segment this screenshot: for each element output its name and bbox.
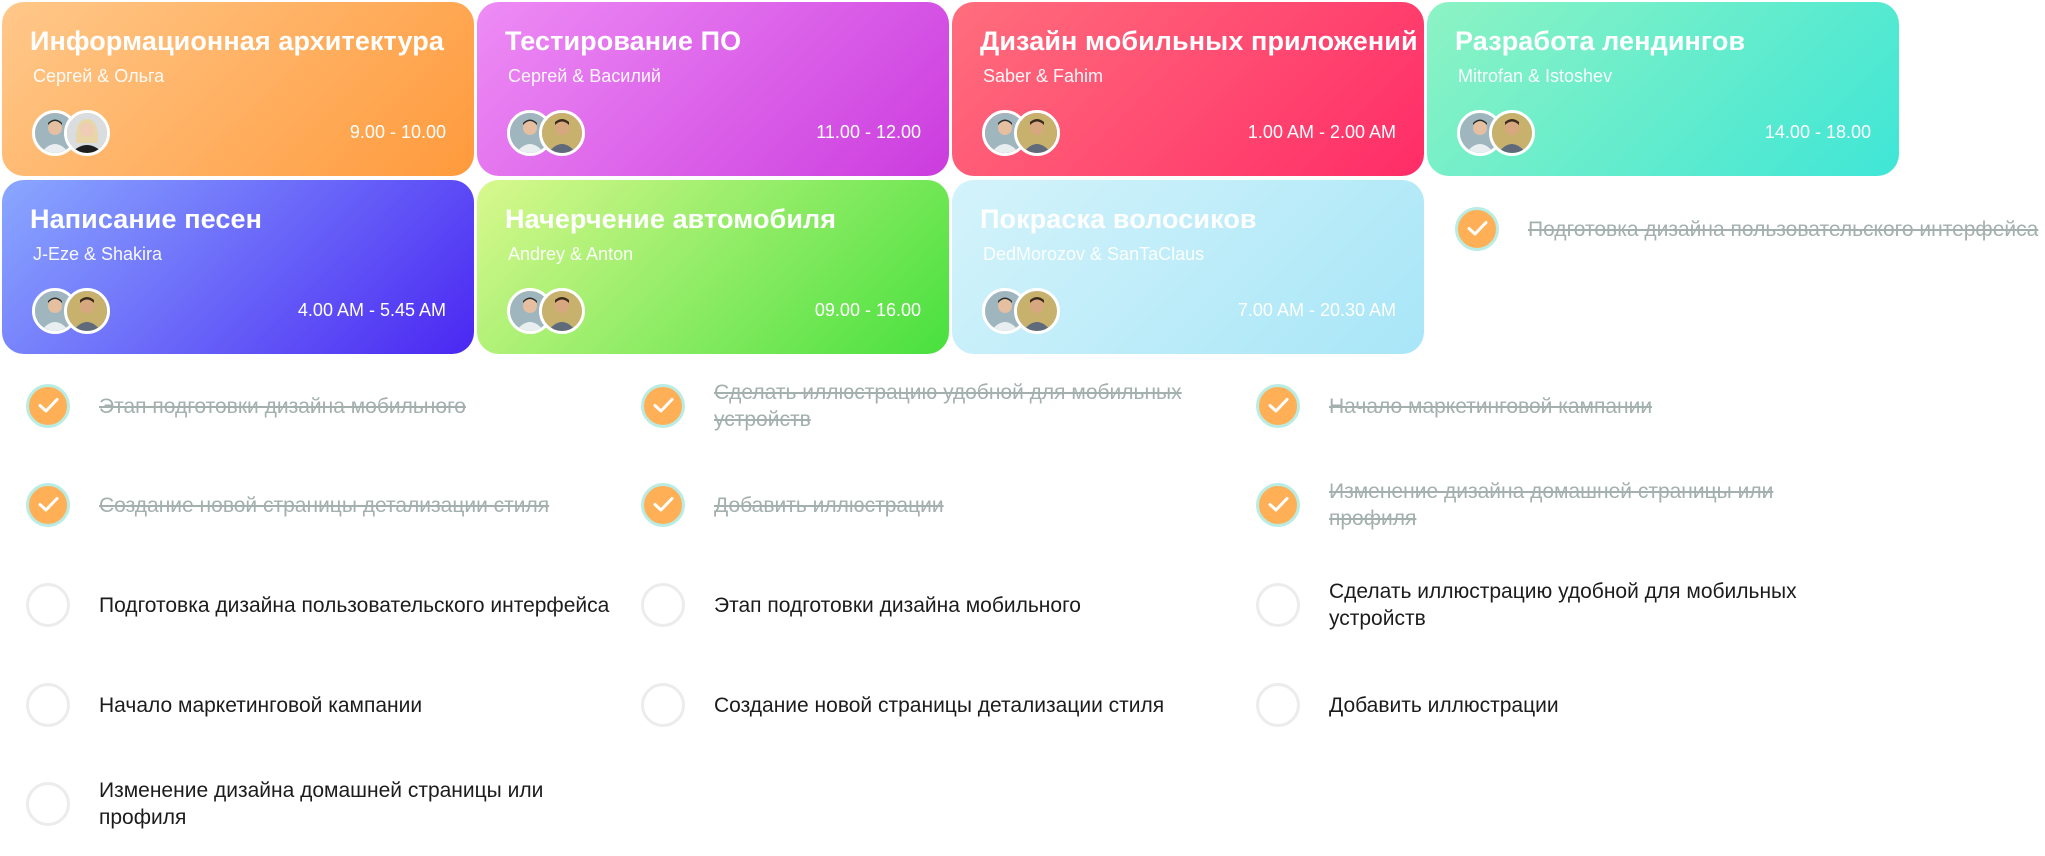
card-title: Покраска волосиков — [980, 204, 1257, 234]
card-title: Информационная архитектура — [30, 26, 445, 56]
task-checkbox[interactable] — [26, 384, 70, 428]
event-card-hair-coloring[interactable]: Покраска волосиков DedMorozov & SanTaCla… — [952, 180, 1424, 354]
task-checkbox[interactable] — [1455, 207, 1499, 251]
card-participants: DedMorozov & SanTaClaus — [983, 244, 1205, 264]
card-time: 14.00 - 18.00 — [1764, 122, 1871, 142]
avatar — [64, 288, 110, 334]
task-checkbox[interactable] — [1256, 683, 1300, 727]
avatar — [64, 110, 110, 156]
task-checkbox[interactable] — [641, 683, 685, 727]
task-label: Сделать иллюстрацию удобной для мобильны… — [714, 381, 1182, 431]
task-label: Подготовка дизайна пользовательского инт… — [1528, 217, 2039, 241]
card-title: Дизайн мобильных приложений — [980, 26, 1418, 56]
task-label: Этап подготовки дизайна мобильного — [714, 593, 1081, 617]
card-time: 4.00 AM - 5.45 AM — [297, 300, 446, 320]
avatar — [1489, 110, 1535, 156]
task-checkbox[interactable] — [641, 384, 685, 428]
check-icon — [38, 497, 59, 512]
card-participants: Saber & Fahim — [983, 66, 1104, 86]
task-checkbox[interactable] — [26, 583, 70, 627]
task-label: Создание новой страницы детализации стил… — [714, 693, 1165, 717]
check-icon — [38, 398, 59, 413]
card-time: 9.00 - 10.00 — [349, 122, 446, 142]
task-checkbox[interactable] — [26, 782, 70, 826]
avatar — [1014, 288, 1060, 334]
task-label: Изменение дизайна домашней страницы или … — [99, 779, 544, 829]
card-time: 11.00 - 12.00 — [816, 122, 921, 142]
event-card-information-architecture[interactable]: Информационная архитектура Сергей & Ольг… — [2, 2, 474, 176]
card-title: Написание песен — [30, 204, 263, 234]
task-label: Добавить иллюстрации — [1329, 693, 1559, 717]
task-checkbox[interactable] — [1256, 583, 1300, 627]
check-icon — [1467, 221, 1488, 236]
task-label: Сделать иллюстрацию удобной для мобильны… — [1329, 580, 1797, 630]
avatar — [539, 288, 585, 334]
card-time: 09.00 - 16.00 — [814, 300, 921, 320]
event-card-landing-development[interactable]: Разработа лендингов Mitrofan & Istoshev … — [1427, 2, 1899, 176]
card-participants: Сергей & Ольга — [33, 66, 165, 86]
card-title: Разработа лендингов — [1455, 26, 1746, 56]
event-card-car-drafting[interactable]: Начерчение автомобиля Andrey & Anton 09.… — [477, 180, 949, 354]
event-card-mobile-design[interactable]: Дизайн мобильных приложений Saber & Fahi… — [952, 2, 1424, 176]
task-checkbox[interactable] — [1256, 384, 1300, 428]
avatar — [539, 110, 585, 156]
task-label: Создание новой страницы детализации стил… — [99, 493, 550, 517]
check-icon — [1268, 398, 1289, 413]
task-label: Изменение дизайна домашней страницы или … — [1329, 480, 1774, 530]
task-label: Добавить иллюстрации — [714, 493, 944, 517]
task-label: Подготовка дизайна пользовательского инт… — [99, 593, 610, 617]
check-icon — [653, 398, 674, 413]
card-time: 1.00 AM - 2.00 AM — [1247, 122, 1396, 142]
task-checkbox[interactable] — [641, 483, 685, 527]
task-checkbox[interactable] — [1256, 483, 1300, 527]
card-participants: Mitrofan & Istoshev — [1458, 66, 1613, 86]
card-title: Начерчение автомобиля — [505, 204, 837, 234]
card-time: 7.00 AM - 20.30 AM — [1237, 300, 1396, 320]
card-participants: Сергей & Василий — [508, 66, 661, 86]
task-checkbox[interactable] — [26, 483, 70, 527]
task-checkbox[interactable] — [26, 683, 70, 727]
task-label: Начало маркетинговой кампании — [1329, 394, 1653, 418]
task-label: Начало маркетинговой кампании — [99, 693, 423, 717]
check-icon — [1268, 497, 1289, 512]
card-participants: J-Eze & Shakira — [33, 244, 163, 264]
card-participants: Andrey & Anton — [508, 244, 634, 264]
event-card-songwriting[interactable]: Написание песен J-Eze & Shakira 4.00 AM … — [2, 180, 474, 354]
task-checkbox[interactable] — [641, 583, 685, 627]
avatar — [1014, 110, 1060, 156]
event-card-software-testing[interactable]: Тестирование ПО Сергей & Василий 11.00 -… — [477, 2, 949, 176]
task-label: Этап подготовки дизайна мобильного — [99, 394, 466, 418]
card-title: Тестирование ПО — [505, 26, 742, 56]
check-icon — [653, 497, 674, 512]
